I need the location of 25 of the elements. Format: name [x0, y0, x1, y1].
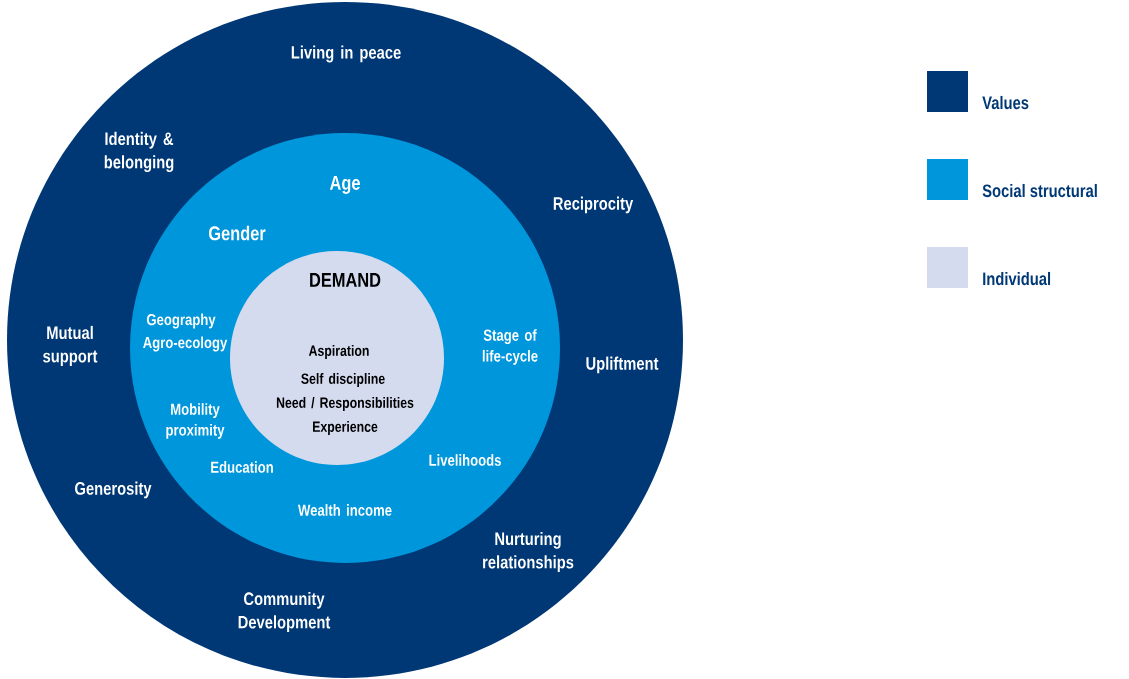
circle-label: Age [329, 176, 360, 194]
circle-label: Stage of life-cycle [482, 329, 538, 365]
circle-label: Education [211, 461, 273, 473]
circle-label: Mobility proximity [166, 403, 225, 439]
circle-label: Gender [209, 225, 266, 241]
circle-label: Mutual support [43, 325, 98, 367]
circle-label: Nurturing relationships [483, 531, 574, 573]
circle-label: Aspiration [308, 345, 369, 359]
circle-label: Reciprocity [553, 196, 634, 214]
circle-label: Upliftment [586, 356, 659, 374]
circle-label: Agro-ecology [143, 336, 228, 352]
circle-label: Living in peace [291, 45, 401, 63]
circle-label: DEMAND [310, 273, 381, 287]
circle-label: Need / Responsibilities [276, 397, 414, 411]
circle-label: Experience [313, 421, 378, 435]
circle-label: Community Development [238, 591, 331, 633]
legend-label: Social structural [982, 183, 1097, 198]
circle-label: Self discipline [301, 373, 385, 387]
circle-label: Generosity [75, 481, 152, 499]
circle-label: Identity & belonging [104, 131, 174, 173]
circle-label: Livelihoods [429, 454, 501, 466]
circle-label: Geography [146, 313, 216, 329]
circle-label: Wealth income [298, 504, 392, 516]
legend-label: Individual [983, 271, 1051, 286]
legend-label: Values [982, 95, 1029, 110]
